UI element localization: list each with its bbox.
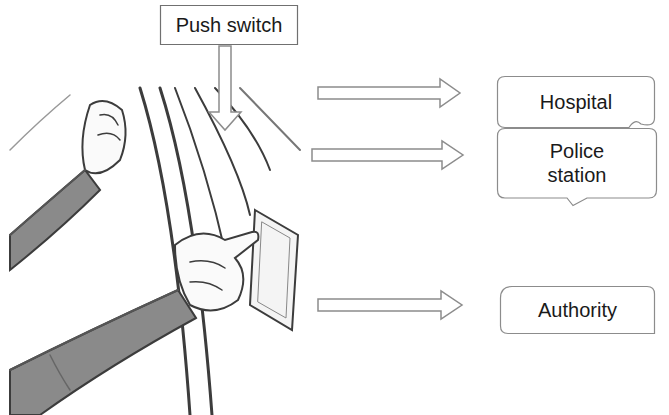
- outline-path: [498, 129, 657, 206]
- destination-callout: Police station: [497, 128, 657, 206]
- node-label: Push switch: [176, 13, 283, 37]
- node-label: Hospital: [540, 90, 612, 114]
- outline-path: [498, 77, 655, 128]
- outline-path: [501, 287, 655, 334]
- car-interior-sketch: [10, 86, 310, 415]
- node-label: Police station: [532, 139, 622, 187]
- destination-callout: Hospital: [497, 76, 655, 128]
- outline-path: [161, 6, 298, 45]
- hollow-arrow: [209, 46, 463, 319]
- right-arrow: [318, 291, 462, 319]
- right-arrow: [312, 141, 463, 169]
- down-arrow: [209, 46, 241, 130]
- node-label: Authority: [538, 298, 617, 322]
- right-arrow: [318, 79, 460, 107]
- input-box: Push switch: [160, 5, 298, 45]
- destination-callout: Authority: [500, 286, 655, 334]
